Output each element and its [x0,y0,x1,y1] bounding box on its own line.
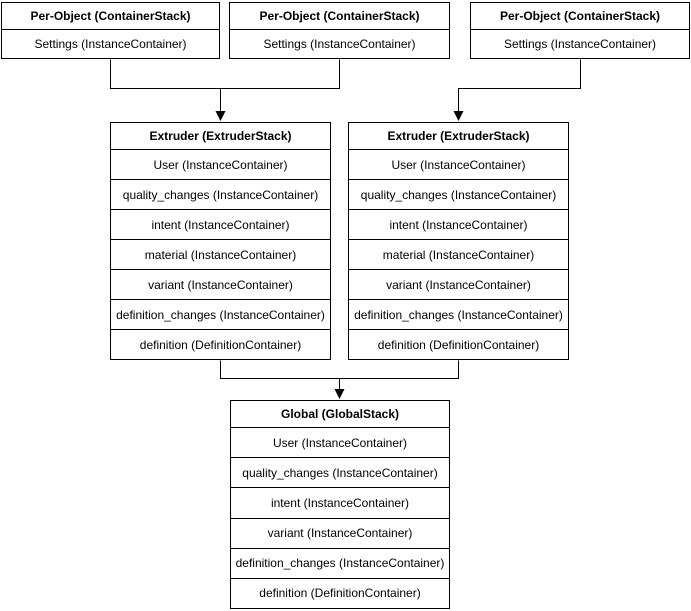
node-title: Per-Object (ContainerStack) [230,3,449,30]
container-row: definition_changes (InstanceContainer) [349,299,568,329]
node-global: Global (GlobalStack) User (InstanceConta… [230,400,450,609]
container-row: variant (InstanceContainer) [349,269,568,299]
node-extruder-2: Extruder (ExtruderStack) User (InstanceC… [348,122,569,360]
container-row: material (InstanceContainer) [111,239,330,269]
container-row: definition (DefinitionContainer) [231,577,449,608]
node-per-object-3: Per-Object (ContainerStack) Settings (In… [470,2,690,59]
container-row: variant (InstanceContainer) [111,269,330,299]
container-row: intent (InstanceContainer) [349,209,568,239]
container-row: Settings (InstanceContainer) [34,37,187,51]
node-per-object-1: Per-Object (ContainerStack) Settings (In… [1,2,220,59]
edge-extruders-bus [220,360,459,379]
container-row: User (InstanceContainer) [153,157,288,172]
node-title: Per-Object (ContainerStack) [2,3,219,30]
container-row: quality_changes (InstanceContainer) [111,179,330,209]
container-row: User (InstanceContainer) [272,435,408,450]
node-rows: Settings (InstanceContainer) [230,30,449,58]
node-title: Extruder (ExtruderStack) [349,123,568,150]
node-rows: Settings (InstanceContainer) [2,30,219,58]
container-row: intent (InstanceContainer) [231,487,449,517]
container-row: quality_changes (InstanceContainer) [349,179,568,209]
container-row: definition (DefinitionContainer) [349,329,568,359]
node-rows: Settings (InstanceContainer) [471,30,689,58]
node-title: Per-Object (ContainerStack) [471,3,689,30]
node-rows: User (InstanceContainer) quality_changes … [231,428,449,608]
container-row: definition_changes (InstanceContainer) [231,547,449,578]
container-row: quality_changes (InstanceContainer) [231,457,449,487]
node-rows: User (InstanceContainer) quality_changes … [111,150,330,359]
container-row: Settings (InstanceContainer) [263,37,416,51]
node-title: Extruder (ExtruderStack) [111,123,330,150]
container-row: variant (InstanceContainer) [231,517,449,548]
container-row: User (InstanceContainer) [391,157,526,172]
container-row: intent (InstanceContainer) [111,209,330,239]
node-extruder-1: Extruder (ExtruderStack) User (InstanceC… [110,122,331,360]
edge-perobject1-perobject2-bus [110,59,340,89]
edge-perobject3-extruder2 [453,59,581,121]
container-row: definition (DefinitionContainer) [111,329,330,359]
node-rows: User (InstanceContainer) quality_changes … [349,150,568,359]
container-row: definition_changes (InstanceContainer) [111,299,330,329]
container-row: Settings (InstanceContainer) [503,37,657,51]
container-row: material (InstanceContainer) [349,239,568,269]
node-per-object-2: Per-Object (ContainerStack) Settings (In… [229,2,450,59]
node-title: Global (GlobalStack) [231,401,449,428]
